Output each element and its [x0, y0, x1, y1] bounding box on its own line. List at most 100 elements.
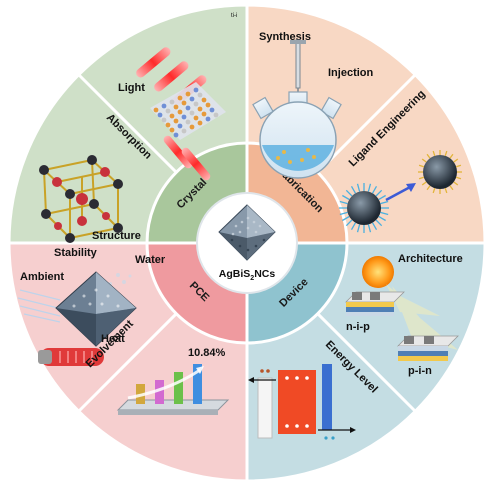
lattice-atom — [169, 99, 175, 105]
ligand-chain — [339, 211, 348, 216]
heater-icon — [38, 348, 104, 366]
label-injection: Injection — [328, 67, 374, 79]
ligand-chain — [449, 185, 454, 191]
ligand-chain — [453, 158, 459, 163]
lattice-atom — [169, 127, 175, 133]
ligand-chain — [455, 176, 462, 180]
lattice-atom — [205, 102, 211, 108]
ligand-chain — [432, 187, 436, 194]
ligand-chain — [378, 215, 386, 222]
ligand-chain — [380, 211, 389, 216]
ligand-chain — [421, 181, 427, 186]
ligand-chain — [367, 183, 372, 192]
lattice-atom — [209, 107, 215, 113]
ligand-chain — [380, 200, 389, 205]
lattice-atom — [185, 119, 191, 125]
center-title: AgBiS2NCs — [219, 268, 276, 282]
lattice-atom — [213, 112, 219, 118]
ligand-chain — [426, 185, 431, 191]
lattice-atom — [197, 106, 203, 112]
ligand-chain — [421, 158, 427, 163]
ligand-chain — [367, 224, 372, 233]
ligand-chain — [350, 186, 357, 194]
lattice-atom — [165, 122, 171, 128]
lattice-atom — [197, 120, 203, 126]
lattice-atom — [189, 124, 195, 130]
ligand-arrow-icon — [385, 183, 416, 202]
lattice-atom — [169, 113, 175, 119]
ligand-chain — [375, 189, 383, 197]
label-architecture: Architecture — [398, 253, 463, 265]
ligand-chain — [453, 181, 459, 186]
ligand-chain — [375, 219, 383, 227]
label-pin: p-i-n — [408, 365, 432, 377]
pin-device-icon — [397, 335, 459, 361]
ligand-chain — [345, 189, 353, 197]
energy-level-diagram-icon — [248, 364, 356, 440]
ligand-chain — [342, 194, 350, 201]
ligand-chain — [449, 153, 454, 159]
ligand-chain — [356, 224, 361, 233]
lattice-atom — [205, 116, 211, 122]
lattice-atom — [201, 97, 207, 103]
ligand-chain — [432, 150, 436, 157]
label-light: Light — [118, 82, 145, 94]
lattice-atom — [193, 101, 199, 107]
label-structure: Structure — [92, 230, 141, 242]
lattice-atom — [173, 118, 179, 124]
lattice-atom — [161, 103, 167, 109]
crystal-structure-icon — [43, 159, 119, 239]
ligand-chain — [339, 200, 348, 205]
ligand-chain — [356, 183, 361, 192]
lattice-atom — [177, 95, 183, 101]
lattice-atom — [177, 123, 183, 129]
lattice-atom — [193, 115, 199, 121]
lattice-atom — [177, 109, 183, 115]
ligand-particle-right-icon — [418, 150, 462, 194]
ligand-chain — [350, 222, 357, 230]
ligand-chain — [371, 222, 378, 230]
lattice-atom — [173, 132, 179, 138]
crystal-lattice-icon — [150, 82, 226, 140]
lattice-atom — [161, 117, 167, 123]
lattice-atom — [173, 104, 179, 110]
lattice-atom — [197, 92, 203, 98]
label-stability: Stability — [54, 247, 98, 259]
ambient-wind-icon — [17, 289, 61, 323]
lattice-atom — [201, 111, 207, 117]
structure-atoms — [39, 155, 123, 243]
ligand-chain — [444, 150, 448, 157]
ligand-chain — [418, 164, 425, 168]
flask-icon — [252, 91, 342, 179]
lattice-atom — [193, 87, 199, 93]
lattice-atom — [189, 110, 195, 116]
ligand-chain — [455, 164, 462, 168]
label-ambient: Ambient — [20, 271, 64, 283]
pce-bar-chart-icon — [116, 364, 230, 415]
lattice-atom — [185, 91, 191, 97]
pce-nanocrystal-icon — [55, 271, 137, 347]
ligand-chain — [371, 186, 378, 194]
lattice-atom — [185, 105, 191, 111]
lattice-atom — [153, 107, 159, 113]
ligand-particle-left-icon — [339, 183, 389, 233]
lattice-atom — [181, 114, 187, 120]
lattice-atom — [165, 108, 171, 114]
ligand-chain — [444, 187, 448, 194]
ligand-chain — [426, 153, 431, 159]
ligand-chain — [378, 194, 386, 201]
label-water: Water — [135, 254, 166, 266]
ligand-chain — [345, 219, 353, 227]
ligand-chain — [342, 215, 350, 222]
label-heat: Heat — [101, 333, 125, 345]
lattice-atom — [181, 100, 187, 106]
lattice-atom — [181, 128, 187, 134]
sun-icon — [362, 256, 394, 288]
lattice-atom — [189, 96, 195, 102]
center-nanocrystal-icon — [218, 204, 276, 261]
label-nip: n-i-p — [346, 321, 370, 333]
lattice-atom — [157, 112, 163, 118]
nip-device-icon — [345, 291, 405, 316]
